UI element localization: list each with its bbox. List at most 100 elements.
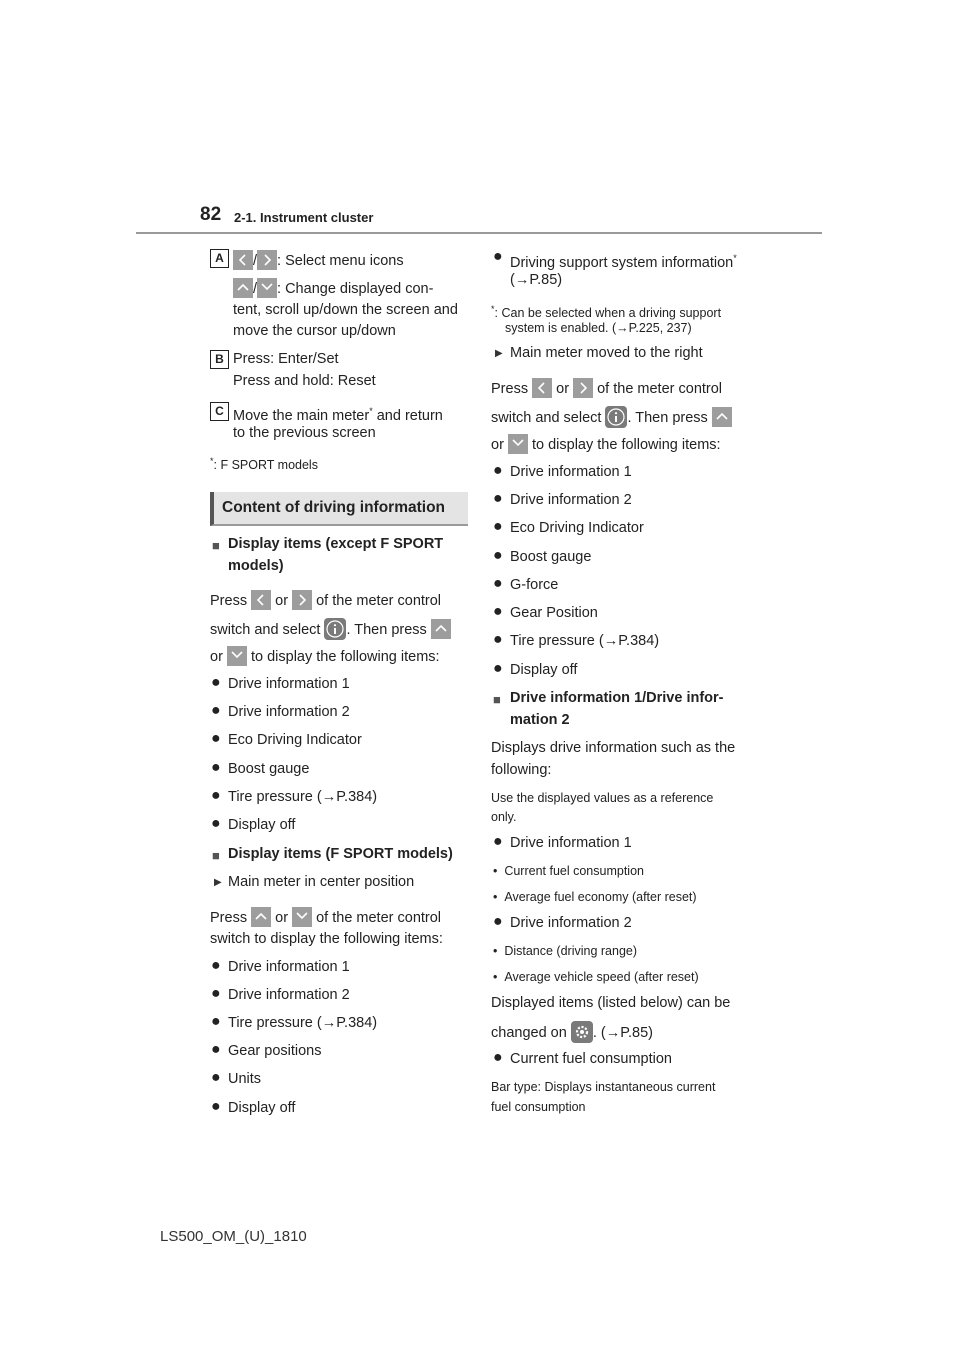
bullet-icon: ● <box>211 1098 221 1115</box>
separator: / <box>253 253 258 269</box>
badge-c: C <box>210 402 229 421</box>
di1-item: • Current fuel consumption <box>493 864 644 878</box>
list-item: Tire pressure (→P.384) <box>510 633 660 649</box>
square-bullet-icon: ■ <box>493 692 501 707</box>
b-line2: Press and hold: Reset <box>233 373 376 389</box>
footnote-left: *: F SPORT models <box>210 456 318 473</box>
footnote-right-1: *: Can be selected when a driving suppor… <box>491 304 722 321</box>
bullet-icon: ● <box>211 1041 221 1058</box>
bullet-icon: ● <box>493 462 503 479</box>
list-item: Drive information 2 <box>228 987 350 1003</box>
press-r-line3: or to display the following items: <box>491 434 721 454</box>
bullet-icon: ● <box>493 1049 503 1066</box>
a-line1-text: : Select menu icons <box>277 253 404 269</box>
bullet-icon: ● <box>211 957 221 974</box>
c-line1: Move the main meter* and return <box>233 406 443 424</box>
bullet-icon: ● <box>493 913 503 930</box>
bullet-icon: ● <box>493 575 503 592</box>
list-item: Eco Driving Indicator <box>510 520 644 536</box>
list-item: Gear Position <box>510 605 598 621</box>
list-item: Gear positions <box>228 1043 322 1059</box>
bullet-icon: ● <box>211 759 221 776</box>
dss-ref: (→P.85) <box>510 272 563 288</box>
left-arrow-key-icon <box>251 590 272 610</box>
press-r-line2: switch and select . Then press <box>491 406 732 428</box>
sub-heading-right: Main meter moved to the right <box>510 345 703 361</box>
bullet-icon: ● <box>493 518 503 535</box>
footnote-right-2: system is enabled. (→P.225, 237) <box>505 321 692 335</box>
info-icon <box>605 406 628 428</box>
di-note-1: Use the displayed values as a reference <box>491 791 714 805</box>
bullet-icon: ● <box>493 833 503 850</box>
list-item: Display off <box>228 817 296 833</box>
di-text-2: following: <box>491 762 552 778</box>
bullet-icon: ● <box>493 547 503 564</box>
up-arrow-key-icon <box>251 907 272 927</box>
bullet-icon: ● <box>211 1013 221 1030</box>
bullet-icon: ● <box>211 1069 221 1086</box>
c-line2: to the previous screen <box>233 425 376 441</box>
header-rule <box>136 232 822 234</box>
press1-line2: switch and select . Then press <box>210 618 451 640</box>
bullet-icon: ● <box>493 248 503 265</box>
list-item: Display off <box>228 1100 296 1116</box>
down-arrow-key-icon <box>257 278 278 298</box>
page-number: 82 <box>200 204 222 225</box>
up-arrow-key-icon <box>711 407 732 427</box>
a-line2: /: Change displayed con- <box>233 278 433 298</box>
a-line2-text: : Change displayed con- <box>277 281 434 297</box>
bullet-icon: ● <box>493 603 503 620</box>
cfc-heading: Current fuel consumption <box>510 1051 672 1067</box>
bar-line-2: fuel consumption <box>491 1100 586 1114</box>
section-title: 2-1. Instrument cluster <box>234 210 374 225</box>
press-r-line1: Press or of the meter control <box>491 378 722 398</box>
bullet-icon: ● <box>493 490 503 507</box>
di1-heading: Drive information 1 <box>510 835 632 851</box>
b-line1: Press: Enter/Set <box>233 351 339 367</box>
a-line1: / : Select menu icons <box>233 250 404 270</box>
list-item: Drive information 1 <box>228 959 350 975</box>
display-heading-1b: models) <box>228 558 284 574</box>
changed-line-1: Displayed items (listed below) can be <box>491 995 731 1011</box>
info-icon <box>324 618 347 640</box>
left-arrow-key-icon <box>532 378 553 398</box>
di2-item: • Average vehicle speed (after reset) <box>493 970 699 984</box>
left-arrow-key-icon <box>233 250 253 270</box>
footer-code: LS500_OM_(U)_1810 <box>160 1228 307 1245</box>
content-driving-info-heading: Content of driving information <box>210 492 468 526</box>
sub-heading-center: Main meter in center position <box>228 874 415 890</box>
bullet-icon: ● <box>211 985 221 1002</box>
list-item: Drive information 2 <box>510 492 632 508</box>
list-item: Boost gauge <box>510 549 592 565</box>
up-arrow-key-icon <box>430 619 451 639</box>
square-bullet-icon: ■ <box>212 848 220 863</box>
right-arrow-key-icon <box>292 590 313 610</box>
press1-line1: Press or of the meter control <box>210 590 441 610</box>
display-heading-2: Display items (F SPORT models) <box>228 846 453 862</box>
down-arrow-key-icon <box>507 434 528 454</box>
press1-line3: or to display the following items: <box>210 646 440 666</box>
di2-item: • Distance (driving range) <box>493 944 638 958</box>
right-arrow-key-icon <box>257 250 278 270</box>
triangle-bullet-icon: ▶ <box>495 348 503 359</box>
di-note-2: only. <box>491 810 517 824</box>
bullet-icon: ● <box>211 702 221 719</box>
square-bullet-icon: ■ <box>212 538 220 553</box>
triangle-bullet-icon: ▶ <box>214 877 222 888</box>
list-item: Boost gauge <box>228 761 310 777</box>
list-item: Drive information 1 <box>510 464 632 480</box>
bullet-icon: ● <box>211 674 221 691</box>
down-arrow-key-icon <box>292 907 313 927</box>
di-text-1: Displays drive information such as the <box>491 740 736 756</box>
bar-line-1: Bar type: Displays instantaneous current <box>491 1080 716 1094</box>
press2-line2: switch to display the following items: <box>210 931 443 947</box>
list-item: Drive information 1 <box>228 676 350 692</box>
bullet-icon: ● <box>211 730 221 747</box>
di-heading-2: mation 2 <box>510 712 570 728</box>
badge-a: A <box>210 249 229 268</box>
dss-item: Driving support system information* <box>510 253 737 271</box>
a-line3: tent, scroll up/down the screen and <box>233 302 458 318</box>
bullet-icon: ● <box>493 631 503 648</box>
list-item: Drive information 2 <box>228 704 350 720</box>
a-line4: move the cursor up/down <box>233 323 396 339</box>
